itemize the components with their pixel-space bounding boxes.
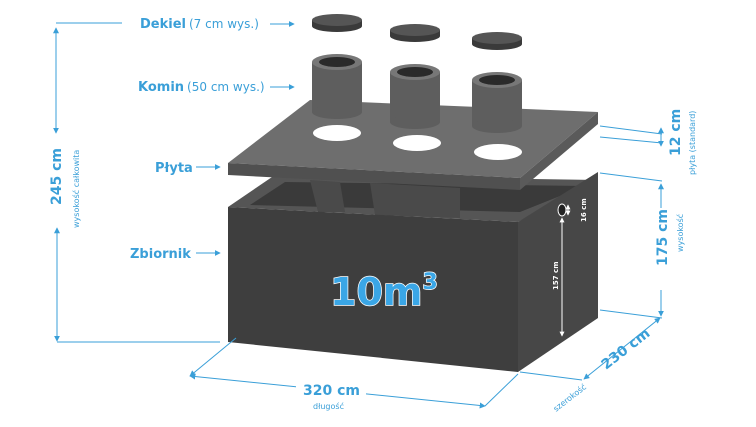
chimney-label: Komin(50 cm wys.): [138, 80, 265, 95]
inlet-size-value: 16 cm: [580, 198, 588, 222]
cover-label: Dekiel(7 cm wys.): [140, 17, 259, 32]
chimneys: [312, 54, 522, 133]
cover-detail: (7 cm wys.): [189, 17, 259, 31]
tank-partition: [370, 183, 460, 218]
height-caption: wysokość: [675, 214, 685, 252]
inlet-height-value: 157 cm: [552, 262, 560, 291]
chimney: [472, 72, 522, 133]
height-value: 175 cm: [655, 209, 671, 266]
covers: [312, 14, 522, 50]
cover: [390, 24, 440, 42]
chimney: [390, 64, 440, 129]
capacity-value: 10m: [330, 270, 422, 314]
capacity-exponent: 3: [422, 270, 437, 295]
tank-partition: [310, 180, 345, 212]
tank-side-face: [518, 172, 598, 372]
length-dim-line: [189, 337, 237, 377]
tank-front-face: [228, 207, 518, 372]
total-height-value: 245 cm: [49, 148, 65, 205]
slab-opening: [393, 135, 441, 151]
slab-opening: [313, 125, 361, 141]
chimney: [312, 54, 362, 119]
slab-opening: [474, 144, 522, 160]
length-caption: długość: [313, 401, 344, 411]
slab-thickness-caption: płyta (standard): [688, 111, 697, 175]
length-dim-line: [484, 373, 519, 407]
width-arrow: [583, 317, 661, 380]
slab-dim-line: [599, 136, 663, 144]
height-dim-line: [599, 172, 663, 182]
chimney-name: Komin: [138, 80, 184, 95]
cover: [472, 32, 522, 50]
height-dim-line: [599, 309, 663, 319]
slab-label: Płyta: [155, 161, 193, 176]
width-value: 230 cm: [599, 325, 654, 373]
cover: [312, 14, 362, 32]
cover-name: Dekiel: [140, 17, 186, 32]
width-dim-line: [519, 371, 583, 381]
tank-label: Zbiornik: [130, 247, 191, 262]
length-value: 320 cm: [303, 383, 360, 399]
width-caption: szerokość: [551, 382, 588, 414]
slab-dim-line: [599, 125, 663, 135]
total-height-caption: wysokość całkowita: [71, 150, 81, 228]
inlet-hole: [557, 203, 567, 217]
slab-thickness-value: 12 cm: [668, 109, 684, 156]
chimney-detail: (50 cm wys.): [187, 80, 265, 94]
capacity-label: 10m3: [330, 270, 438, 314]
length-label-bg: [296, 380, 366, 412]
